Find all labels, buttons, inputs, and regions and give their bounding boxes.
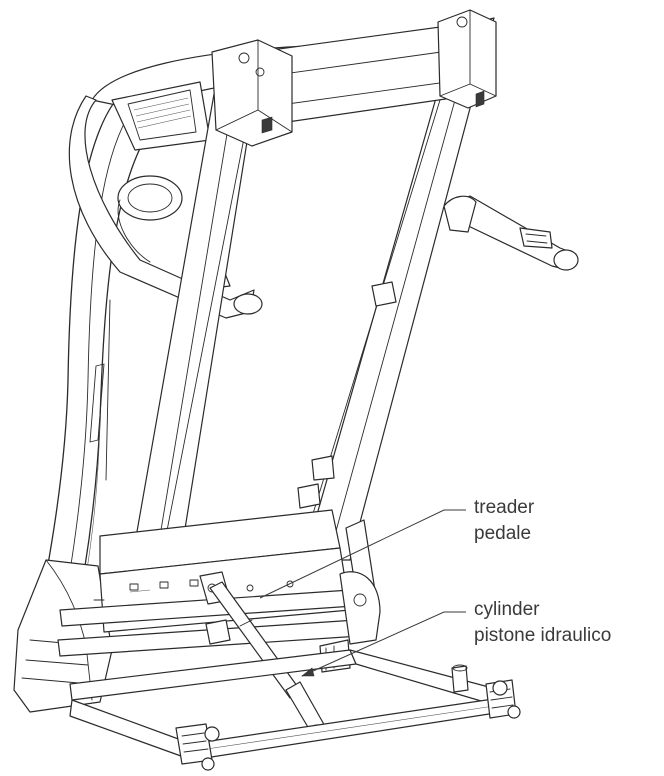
base-frame xyxy=(69,649,503,761)
top-left-end-cap xyxy=(211,39,293,147)
treader-leader-line xyxy=(259,509,466,599)
right-handlebar xyxy=(443,195,579,271)
cylinder-label: cylinder xyxy=(474,599,540,620)
left-wheel xyxy=(175,723,220,771)
pedale-label: pedale xyxy=(474,523,532,544)
treader-label: treader xyxy=(474,497,535,518)
cylinder-leader-arrow xyxy=(301,667,315,677)
right-wheel xyxy=(485,679,521,719)
left-base-foot xyxy=(13,559,113,713)
frame-brackets xyxy=(89,281,397,509)
top-right-end-cap xyxy=(437,9,497,109)
pistone-idraulico-label: pistone idraulico xyxy=(474,625,612,646)
cylinder-leader-line xyxy=(301,611,466,677)
